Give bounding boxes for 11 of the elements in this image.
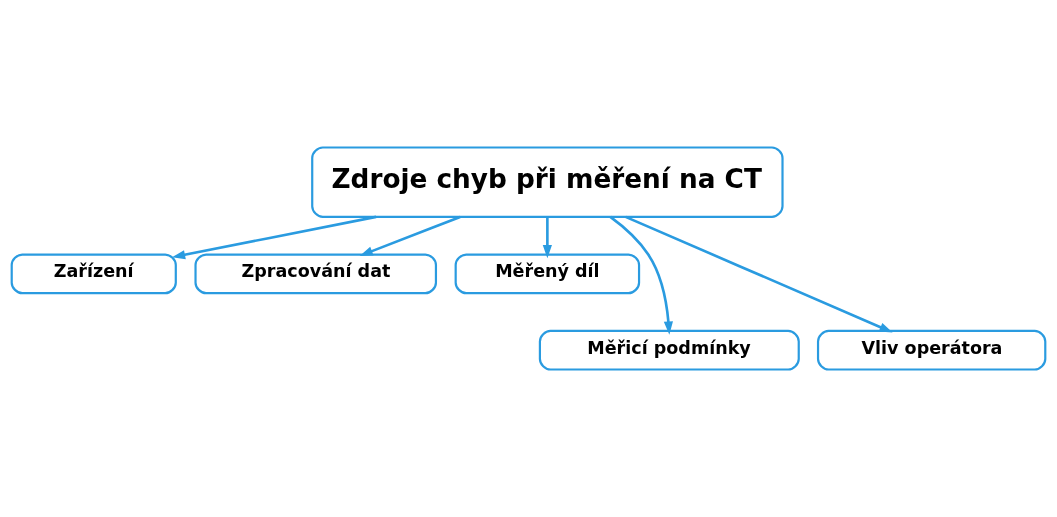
node-box: Zařízení — [10, 253, 177, 295]
node-box: Měřený díl — [454, 253, 641, 295]
arrow — [625, 215, 893, 333]
arrow — [359, 215, 461, 256]
node-box: Zdroje chyb při měření na CT — [311, 146, 784, 218]
node-box: Měřicí podmínky — [538, 329, 800, 371]
node-box: Vliv operátora — [816, 329, 1047, 371]
node-box: Zpracování dat — [194, 253, 438, 295]
arrow — [609, 215, 673, 335]
arrow — [171, 215, 377, 260]
arrow — [542, 217, 552, 259]
